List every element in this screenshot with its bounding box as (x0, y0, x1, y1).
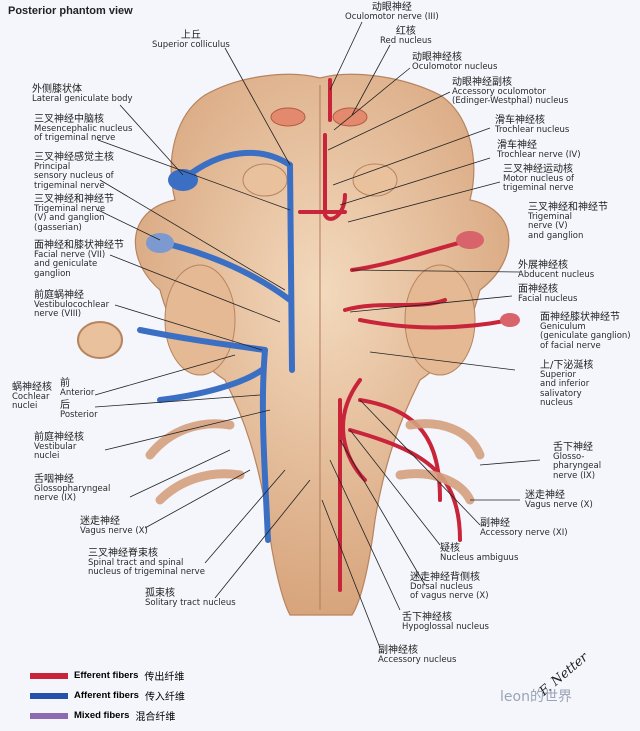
trigeminal-ganglion-right (456, 231, 484, 249)
red-nucleus-left (270, 107, 306, 127)
leader-lines (94, 21, 541, 649)
watermark: leon的世界 (500, 689, 572, 705)
colliculus-left (242, 163, 288, 197)
colliculus-right (352, 163, 398, 197)
mixed-swatch (30, 712, 68, 719)
geniculum-right (500, 313, 520, 327)
page-title: Posterior phantom view (8, 5, 133, 17)
efferent-swatch (30, 672, 68, 679)
cochlea (77, 321, 123, 359)
brainstem-silhouette (134, 73, 510, 616)
cranial-nerve-roots (145, 419, 485, 505)
afferent-swatch (30, 692, 68, 699)
geniculate-body (168, 169, 198, 191)
trigeminal-ganglion-left (146, 233, 174, 253)
peduncle-left (164, 264, 236, 376)
peduncle-right (404, 264, 476, 376)
